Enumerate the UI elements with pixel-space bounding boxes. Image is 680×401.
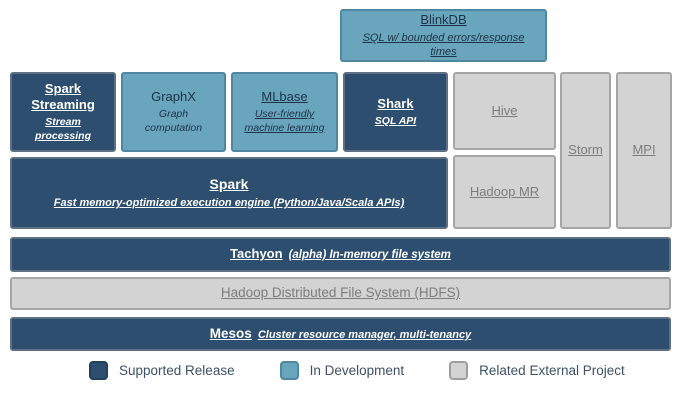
hive-title: Hive [491, 102, 518, 118]
hadoop-mr-title: Hadoop MR [469, 183, 540, 199]
box-graphx: GraphX Graph computation [121, 72, 226, 152]
legend: Supported Release In Development Related… [89, 361, 625, 380]
spark-subtitle: Fast memory-optimized execution engine (… [53, 197, 405, 210]
mesos-title: Mesos [209, 325, 252, 341]
mlbase-subtitle: User-friendly machine learning [244, 107, 325, 134]
graphx-title: GraphX [151, 88, 196, 104]
box-mpi: MPI [616, 72, 672, 229]
spark-streaming-subtitle: Stream processing [34, 116, 92, 142]
box-spark-streaming: Spark Streaming Stream processing [10, 72, 116, 152]
tachyon-title: Tachyon [230, 246, 283, 262]
mlbase-title: MLbase [261, 88, 308, 104]
legend-item-in-development: In Development [279, 361, 405, 380]
blinkdb-subtitle: SQL w/ bounded errors/response times [362, 31, 525, 59]
legend-item-related-external: Related External Project [449, 361, 625, 380]
box-hadoop-mr: Hadoop MR [453, 155, 556, 229]
in-development-swatch [279, 361, 299, 380]
hdfs-title: Hadoop Distributed File System (HDFS) [220, 285, 461, 301]
box-spark: Spark Fast memory-optimized execution en… [10, 157, 448, 229]
box-blinkdb: BlinkDB SQL w/ bounded errors/response t… [340, 9, 547, 62]
box-storm: Storm [560, 72, 611, 229]
storm-title: Storm [568, 142, 603, 158]
spark-streaming-title: Spark Streaming [31, 80, 95, 112]
related-external-swatch [449, 361, 469, 380]
bar-tachyon: Tachyon (alpha) In-memory file system [10, 237, 671, 272]
mpi-title: MPI [632, 142, 656, 158]
supported-release-label: Supported Release [119, 363, 235, 378]
supported-release-swatch [89, 361, 108, 380]
box-hive: Hive [453, 72, 556, 150]
bar-mesos: Mesos Cluster resource manager, multi-te… [10, 317, 671, 351]
bar-hdfs: Hadoop Distributed File System (HDFS) [10, 277, 671, 310]
mesos-subtitle: Cluster resource manager, multi-tenancy [257, 328, 472, 341]
related-external-label: Related External Project [479, 363, 625, 378]
legend-item-supported: Supported Release [89, 361, 235, 380]
shark-title: Shark [377, 95, 414, 111]
box-mlbase: MLbase User-friendly machine learning [231, 72, 338, 152]
shark-subtitle: SQL API [374, 114, 417, 127]
graphx-subtitle: Graph computation [144, 107, 203, 134]
box-shark: Shark SQL API [343, 72, 448, 152]
in-development-label: In Development [309, 363, 405, 378]
blinkdb-title: BlinkDB [420, 11, 467, 27]
tachyon-subtitle: (alpha) In-memory file system [288, 249, 451, 262]
spark-title: Spark [209, 175, 249, 192]
